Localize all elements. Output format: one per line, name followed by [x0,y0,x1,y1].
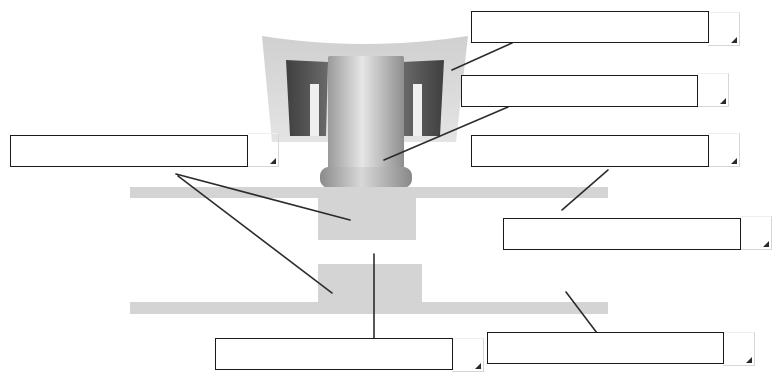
resize-grip-icon [270,158,276,164]
keycap-slot-left [286,60,328,136]
keycap-clip-right [413,84,422,136]
resize-grip-icon [475,363,481,369]
resize-handle-1[interactable] [708,12,740,46]
leader-line-4a [175,173,351,221]
label-box-7[interactable] [487,332,724,364]
resize-handle-5[interactable] [740,216,772,250]
resize-handle-6[interactable] [452,338,484,372]
stem-collar [320,167,412,188]
leader-line-1 [451,42,513,71]
resize-handle-3[interactable] [247,133,279,167]
resize-grip-icon [731,37,737,43]
lower-plate [130,302,608,314]
resize-handle-4[interactable] [708,133,740,167]
keycap-slot-right [402,60,444,136]
resize-grip-icon [746,357,752,363]
resize-grip-icon [720,98,726,104]
keycap-clip-left [310,84,319,136]
leader-line-6 [565,291,598,334]
label-box-4[interactable] [471,135,709,167]
label-box-2[interactable] [461,75,698,107]
resize-handle-7[interactable] [723,332,755,366]
leader-line-4b [177,175,333,294]
resize-handle-2[interactable] [697,73,729,107]
label-box-6[interactable] [215,338,453,370]
leader-line-3 [561,169,609,211]
label-box-5[interactable] [503,218,741,250]
resize-grip-icon [763,241,769,247]
label-box-3[interactable] [10,135,248,167]
lower-housing [318,264,422,308]
label-box-1[interactable] [471,11,709,43]
key-stem [328,56,404,172]
leader-line-2 [383,106,509,161]
resize-grip-icon [731,158,737,164]
